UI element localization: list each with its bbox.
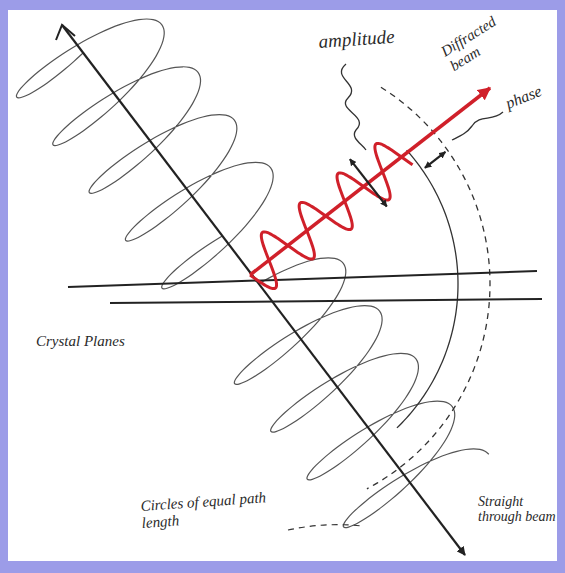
amplitude-label: amplitude <box>318 24 429 53</box>
dashed-mark <box>288 525 362 530</box>
circles-label: Circles of equal path length <box>140 488 284 531</box>
phase-arrow <box>425 152 446 168</box>
beam-tail <box>56 25 75 40</box>
equal-path-arc <box>397 150 458 428</box>
leader-line <box>452 112 503 140</box>
incident-wave <box>16 19 273 289</box>
crystal-planes-label: Crystal Planes <box>36 333 166 350</box>
phase-label: phase <box>503 76 560 113</box>
crystal-plane <box>68 271 537 287</box>
diffracted-beam <box>250 88 490 275</box>
crystal-plane <box>110 299 542 303</box>
straight-beam <box>62 25 465 555</box>
leader-line <box>341 64 366 150</box>
diffracted-beam-label: Diffracted beam <box>438 4 523 74</box>
incident-wave <box>234 258 489 528</box>
straight-beam-label: Straight through beam <box>478 494 560 525</box>
amplitude-arrow <box>350 159 387 206</box>
